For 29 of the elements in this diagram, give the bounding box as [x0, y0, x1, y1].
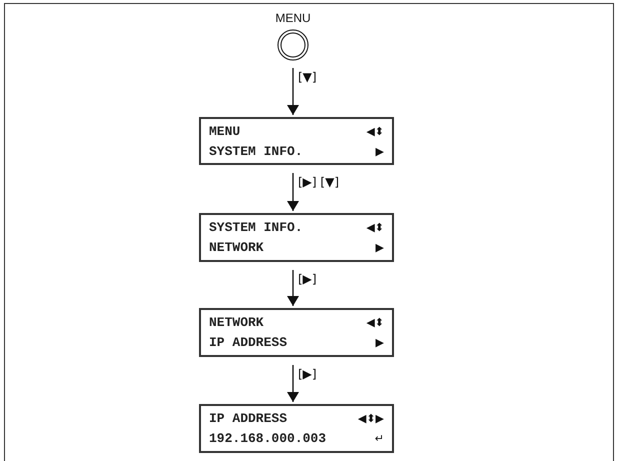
navigation-symbol: ◀⬍	[366, 315, 384, 331]
navigation-symbol: ▶	[376, 144, 384, 160]
navigation-symbol: ▶	[376, 335, 384, 351]
lcd-display	[199, 117, 394, 165]
display-text: NETWORK	[209, 314, 264, 331]
navigation-symbol: ▶	[376, 240, 384, 256]
lcd-display	[199, 404, 394, 453]
edge-label: [▶]	[298, 368, 317, 380]
display-text: 192.168.000.003	[209, 430, 326, 447]
arrow	[287, 270, 299, 306]
arrow	[287, 173, 299, 211]
edge-label: [▼]	[298, 71, 317, 83]
lcd-display	[199, 213, 394, 262]
display-text: SYSTEM INFO.	[209, 142, 303, 160]
display-text: NETWORK	[209, 239, 264, 256]
navigation-symbol: ◀⬍▶	[358, 411, 384, 427]
display-text: IP ADDRESS	[209, 410, 288, 427]
navigation-symbol: ◀⬍	[366, 124, 384, 140]
navigation-symbol: ◀⬍	[366, 220, 384, 236]
display-text: MENU	[209, 122, 240, 140]
edge-label: [▶]	[298, 273, 317, 285]
display-text: IP ADDRESS	[209, 334, 288, 351]
button-label: MENU	[274, 12, 312, 24]
navigation-symbol: ↵	[374, 431, 384, 447]
display-text: SYSTEM INFO.	[209, 219, 303, 236]
lcd-display	[199, 308, 394, 357]
arrow	[287, 68, 299, 115]
edge-label: [▶] [▼]	[298, 176, 339, 188]
arrow	[287, 365, 299, 402]
